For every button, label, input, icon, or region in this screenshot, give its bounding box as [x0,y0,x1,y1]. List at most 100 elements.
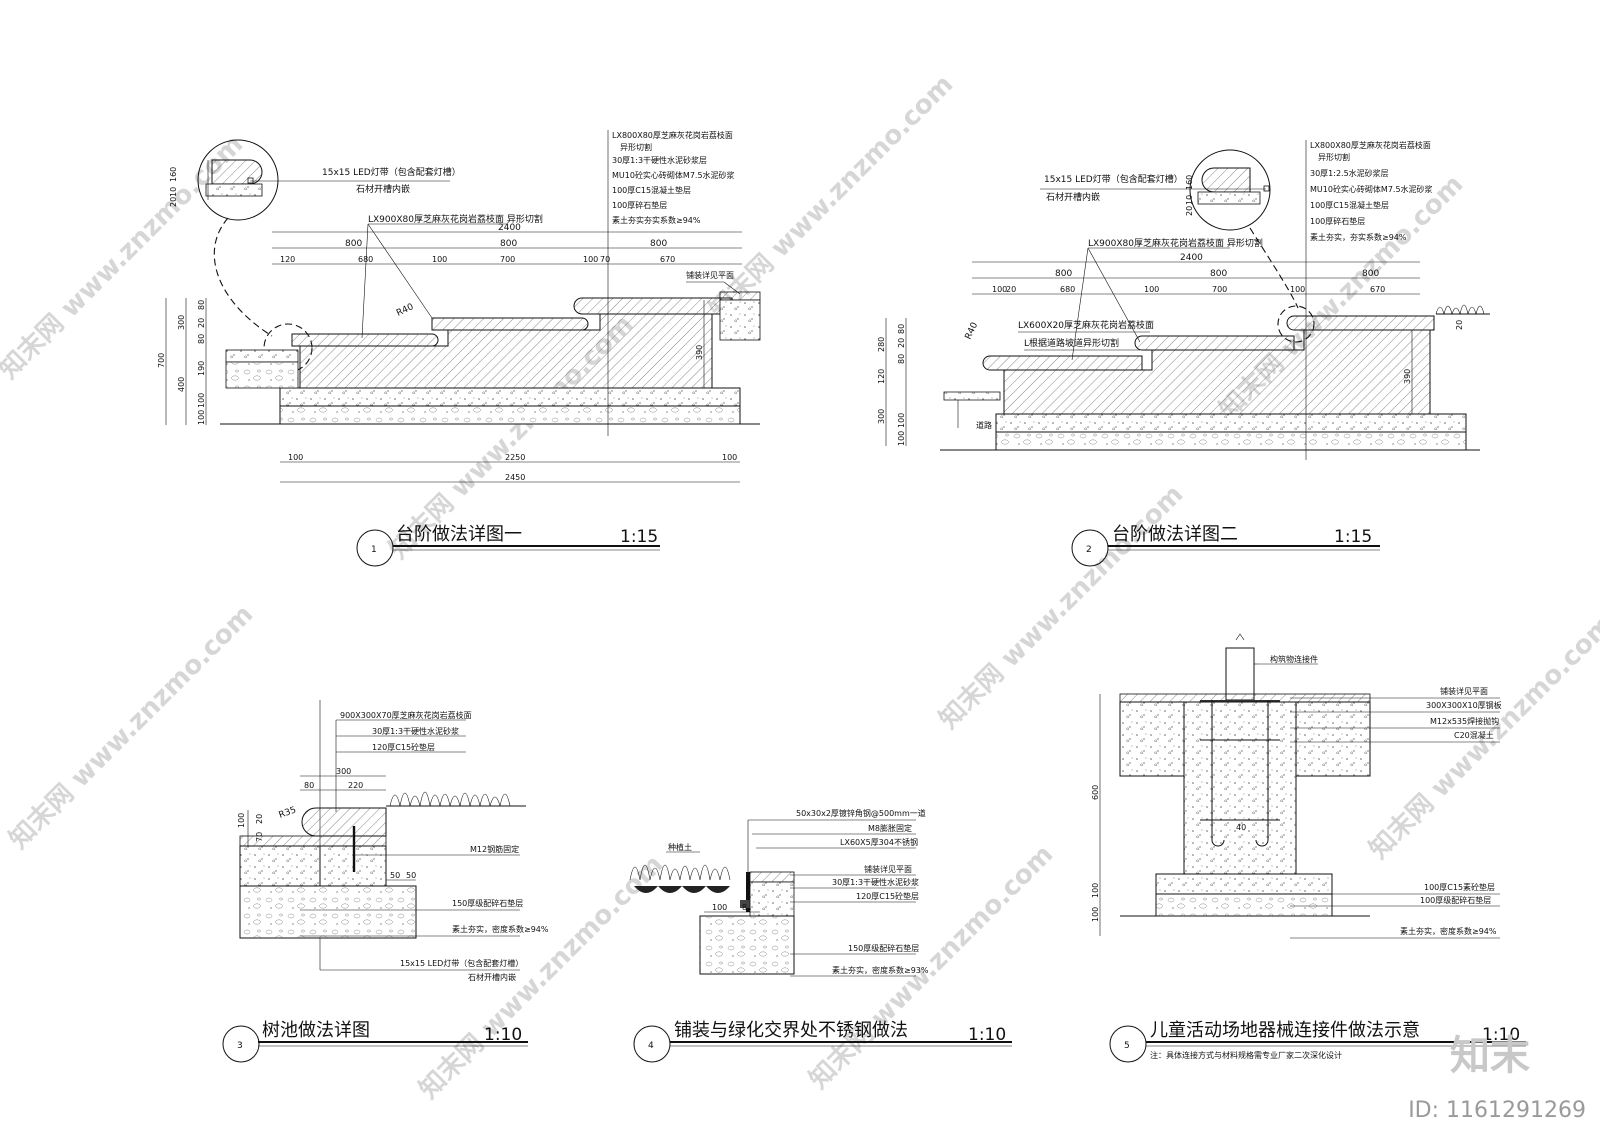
svg-text:100: 100 [197,393,206,408]
drawing-title: 儿童活动场地器械连接件做法示意 [1150,1020,1420,1041]
svg-text:670: 670 [660,255,675,264]
top-stone-label: LX900X80厚芝麻灰花岗岩荔枝面 异形切割 [368,213,543,225]
svg-text:100厚C15素砼垫层: 100厚C15素砼垫层 [1424,882,1495,892]
drawing-note: 注：具体连接方式与材料规格需专业厂家二次深化设计 [1150,1050,1342,1060]
watermark-text: 知末网 www.znzmo.com [414,849,669,1104]
svg-text:80: 80 [197,300,206,310]
top-stone-label: LX900X80厚芝麻灰花岗岩荔枝面 异形切割 [1088,237,1263,249]
radius-label: R40 [964,321,981,342]
svg-text:280: 280 [877,337,886,352]
drawing-scale: 1:10 [968,1025,1006,1045]
svg-text:30厚1:3干硬性水泥砂浆: 30厚1:3干硬性水泥砂浆 [832,877,919,887]
svg-text:LX60X5厚304不锈钢: LX60X5厚304不锈钢 [840,837,918,847]
svg-text:100: 100 [1290,285,1305,294]
svg-text:20: 20 [255,814,264,824]
svg-text:800: 800 [1055,269,1072,279]
svg-text:100: 100 [712,903,727,912]
planting-label: 种植土 [668,842,692,852]
drawing-title: 台阶做法详图二 [1112,524,1238,545]
svg-text:10: 10 [169,187,178,197]
svg-text:2400: 2400 [1180,253,1203,263]
connector-label: 构筑物连接件 [1270,654,1318,664]
image-id: ID: 1161291269 [1408,1098,1586,1123]
svg-text:800: 800 [500,239,517,249]
mid-stone-note: L根据道路坡道异形切割 [1024,337,1119,349]
svg-text:50x30x2厚镀锌角钢@500mm一道: 50x30x2厚镀锌角钢@500mm一道 [796,808,926,818]
svg-text:素土夯实，密度系数≥94%: 素土夯实，密度系数≥94% [1400,926,1497,936]
svg-text:20: 20 [1006,285,1016,294]
svg-text:80: 80 [897,324,906,334]
detail-callout-circle [197,139,279,221]
drawing-4: 种植土 100 8 50x30x2厚镀锌角钢@500mm一道 M8膨胀固定 LX… [629,808,1012,1063]
svg-text:50: 50 [390,871,400,880]
dim-right-2: 20 [1455,320,1464,330]
svg-text:80: 80 [897,354,906,364]
svg-text:900X300X70厚芝麻灰花岗岩荔枝面: 900X300X70厚芝麻灰花岗岩荔枝面 [340,710,472,720]
led-sub-label: 石材开槽内嵌 [468,972,516,982]
drawing-number-circle [1071,529,1109,567]
drawing-1: 15x15 LED灯带（包含配套灯槽） 石材开槽内嵌 160 10 20 300… [157,130,761,567]
svg-text:220: 220 [348,781,363,790]
svg-text:100: 100 [237,813,246,828]
svg-text:300X300X10厚钢板: 300X300X10厚钢板 [1426,700,1502,710]
drawing-number-circle [1109,1025,1147,1063]
svg-text:120厚C15砼垫层: 120厚C15砼垫层 [856,891,919,901]
svg-text:100: 100 [432,255,447,264]
svg-text:120: 120 [877,369,886,384]
svg-text:20: 20 [1185,206,1194,216]
drawing-number: 3 [237,1041,243,1051]
drawing-title: 树池做法详图 [262,1020,370,1041]
svg-text:100: 100 [897,431,906,446]
drawing-scale: 1:10 [1482,1025,1520,1045]
svg-text:100厚C15混凝土垫层: 100厚C15混凝土垫层 [612,185,691,195]
drawing-scale: 1:15 [1334,527,1372,547]
dim-right: 390 [1403,369,1412,384]
detail-callout-circle [1189,149,1271,231]
svg-text:20: 20 [897,338,906,348]
svg-text:2250: 2250 [505,453,525,462]
road-label: 道路 [976,420,992,430]
svg-text:20: 20 [197,318,206,328]
svg-text:LX800X80厚芝麻灰花岗岩荔枝面: LX800X80厚芝麻灰花岗岩荔枝面 [612,130,733,140]
drawing-number-circle [633,1025,671,1063]
drawing-number: 2 [1086,545,1092,555]
svg-text:2450: 2450 [505,473,525,482]
svg-text:700: 700 [157,353,166,368]
svg-text:100厚C15混凝土垫层: 100厚C15混凝土垫层 [1310,200,1389,210]
svg-text:铺装详见平面: 铺装详见平面 [864,864,912,874]
led-label: 15x15 LED灯带（包含配套灯槽） [322,166,461,178]
svg-text:800: 800 [1210,269,1227,279]
drawing-5: 构筑物连接件 40 600 100 100 铺装详见平面 300X300X10厚… [1091,633,1526,1063]
radius-label: R35 [278,805,298,820]
svg-text:100: 100 [1091,907,1100,922]
svg-text:M8膨胀固定: M8膨胀固定 [868,823,912,833]
led-label: 15x15 LED灯带（包含配套灯槽） [1044,173,1183,185]
svg-text:30厚1:3干硬性水泥砂浆层: 30厚1:3干硬性水泥砂浆层 [612,155,707,165]
svg-text:100: 100 [992,285,1007,294]
svg-text:120: 120 [280,255,295,264]
drawing-number-circle [222,1025,260,1063]
drawing-3: 900X300X70厚芝麻灰花岗岩荔枝面 30厚1:3干硬性水泥砂浆 120厚C… [222,700,549,1063]
svg-text:670: 670 [1370,285,1385,294]
svg-text:MU10砼实心砖砌体M7.5水泥砂浆: MU10砼实心砖砌体M7.5水泥砂浆 [612,170,735,180]
svg-text:M12x535焊接抛钩: M12x535焊接抛钩 [1430,716,1499,726]
svg-text:800: 800 [1362,269,1379,279]
drawing-number: 1 [371,545,377,555]
svg-text:80: 80 [304,781,314,790]
svg-text:8: 8 [742,903,747,912]
brand-logo: 知末 [1450,1033,1530,1079]
svg-text:异形切割: 异形切割 [620,142,652,152]
svg-text:100厚碎石垫层: 100厚碎石垫层 [1310,216,1365,226]
svg-text:300: 300 [177,315,186,330]
svg-text:50: 50 [406,871,416,880]
svg-text:100: 100 [583,255,598,264]
drawing-2: 15x15 LED灯带（包含配套灯槽） 石材开槽内嵌 160 10 20 280… [877,140,1490,567]
svg-text:300: 300 [877,409,886,424]
drawing-number: 5 [1124,1041,1130,1051]
svg-text:680: 680 [1060,285,1075,294]
watermark-text: 知末网 www.znzmo.com [4,599,259,854]
svg-text:700: 700 [1212,285,1227,294]
svg-text:100: 100 [1144,285,1159,294]
svg-text:40: 40 [1236,823,1246,832]
svg-text:160: 160 [1185,175,1194,190]
